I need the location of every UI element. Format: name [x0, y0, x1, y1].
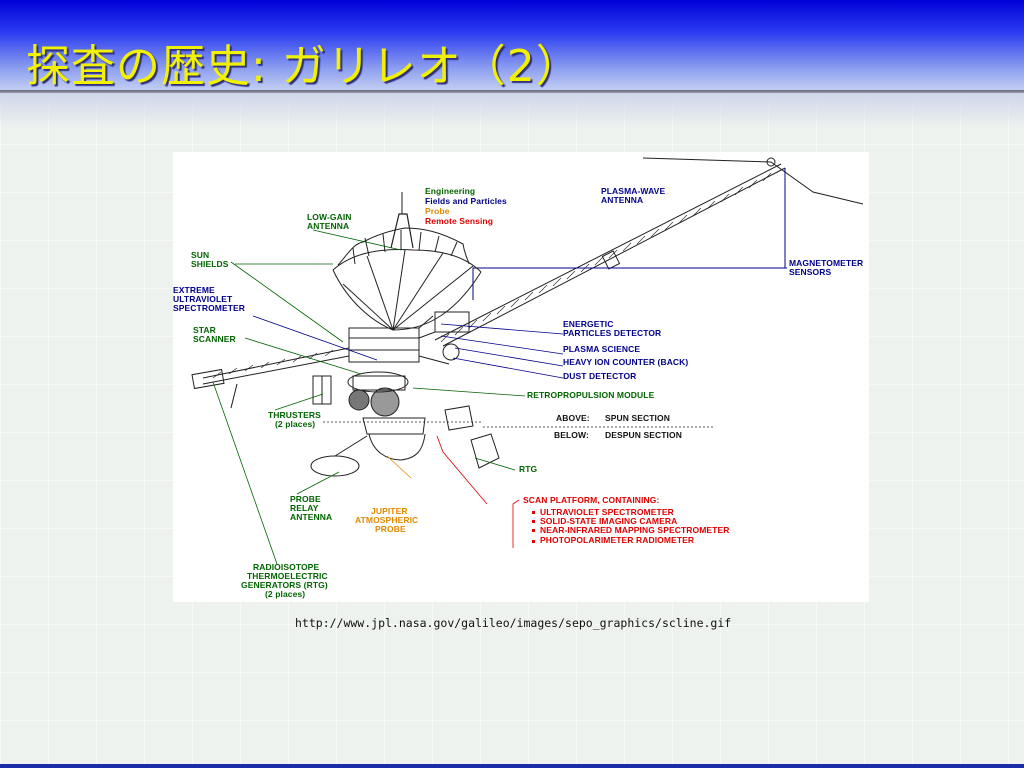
- label-rtg-short: RTG: [519, 464, 538, 474]
- label-energetic-particles-2: PARTICLES DETECTOR: [563, 328, 661, 338]
- label-scan-nims: NEAR-INFRARED MAPPING SPECTROMETER: [540, 525, 729, 535]
- label-spun-section: SPUN SECTION: [605, 413, 670, 423]
- scan-bullet: [532, 511, 535, 514]
- title-shadow: [0, 93, 1024, 129]
- legend-fields-particles: Fields and Particles: [425, 196, 507, 206]
- label-below: BELOW:: [554, 430, 589, 440]
- label-probe-relay-3: ANTENNA: [290, 512, 332, 522]
- label-magnetometer: MAGNETOMETER: [789, 258, 863, 268]
- legend-remote-sensing: Remote Sensing: [425, 216, 493, 226]
- label-low-gain-antenna-2: ANTENNA: [307, 221, 349, 231]
- galileo-spacecraft-diagram: Engineering Fields and Particles Probe R…: [173, 152, 869, 602]
- scan-bullet: [532, 520, 535, 523]
- label-rtg-2: THERMOELECTRIC: [247, 571, 328, 581]
- label-probe-relay: PROBE: [290, 494, 321, 504]
- label-plasma-wave-antenna: PLASMA-WAVE: [601, 186, 665, 196]
- source-url: http://www.jpl.nasa.gov/galileo/images/s…: [295, 616, 732, 630]
- label-energetic-particles: ENERGETIC: [563, 319, 614, 329]
- label-plasma-wave-antenna-2: ANTENNA: [601, 195, 643, 205]
- label-despun-section: DESPUN SECTION: [605, 430, 682, 440]
- label-scan-ssi: SOLID-STATE IMAGING CAMERA: [540, 516, 677, 526]
- scan-bullet: [532, 529, 535, 532]
- label-jupiter-probe: JUPITER: [371, 506, 408, 516]
- label-thrusters: THRUSTERS: [268, 410, 321, 420]
- label-scan-platform: SCAN PLATFORM, CONTAINING:: [523, 495, 659, 505]
- label-scan-uvs: ULTRAVIOLET SPECTROMETER: [540, 507, 674, 517]
- label-above: ABOVE:: [556, 413, 590, 423]
- label-sun-shields-2: SHIELDS: [191, 259, 229, 269]
- label-plasma-science: PLASMA SCIENCE: [563, 344, 640, 354]
- label-magnetometer-2: SENSORS: [789, 267, 831, 277]
- label-euv-2: ULTRAVIOLET: [173, 294, 233, 304]
- label-dust-detector: DUST DETECTOR: [563, 371, 636, 381]
- label-sun-shields: SUN: [191, 250, 209, 260]
- label-euv-3: SPECTROMETER: [173, 303, 245, 313]
- label-probe-relay-2: RELAY: [290, 503, 319, 513]
- label-star-scanner: STAR: [193, 325, 216, 335]
- label-rtg-3: GENERATORS (RTG): [241, 580, 328, 590]
- label-rtg: RADIOISOTOPE: [253, 562, 319, 572]
- label-low-gain-antenna: LOW-GAIN: [307, 212, 352, 222]
- label-scan-ppr: PHOTOPOLARIMETER RADIOMETER: [540, 535, 694, 545]
- label-retropropulsion: RETROPROPULSION MODULE: [527, 390, 655, 400]
- label-star-scanner-2: SCANNER: [193, 334, 236, 344]
- label-jupiter-probe-2: ATMOSPHERIC: [355, 515, 418, 525]
- label-jupiter-probe-3: PROBE: [375, 524, 406, 534]
- label-rtg-4: (2 places): [265, 589, 305, 599]
- label-thrusters-2: (2 places): [275, 419, 315, 429]
- scan-bullet: [532, 540, 535, 543]
- legend-probe: Probe: [425, 206, 450, 216]
- legend-engineering: Engineering: [425, 186, 475, 196]
- label-euv: EXTREME: [173, 285, 215, 295]
- title-bar: [0, 0, 1024, 92]
- slide-title: 探査の歴史: ガリレオ（2）: [26, 41, 581, 92]
- title-divider: [0, 90, 1024, 93]
- spacecraft-drawing: Engineering Fields and Particles Probe R…: [173, 157, 863, 599]
- bottom-rule: [0, 764, 1024, 768]
- label-heavy-ion-counter: HEAVY ION COUNTER (BACK): [563, 357, 688, 367]
